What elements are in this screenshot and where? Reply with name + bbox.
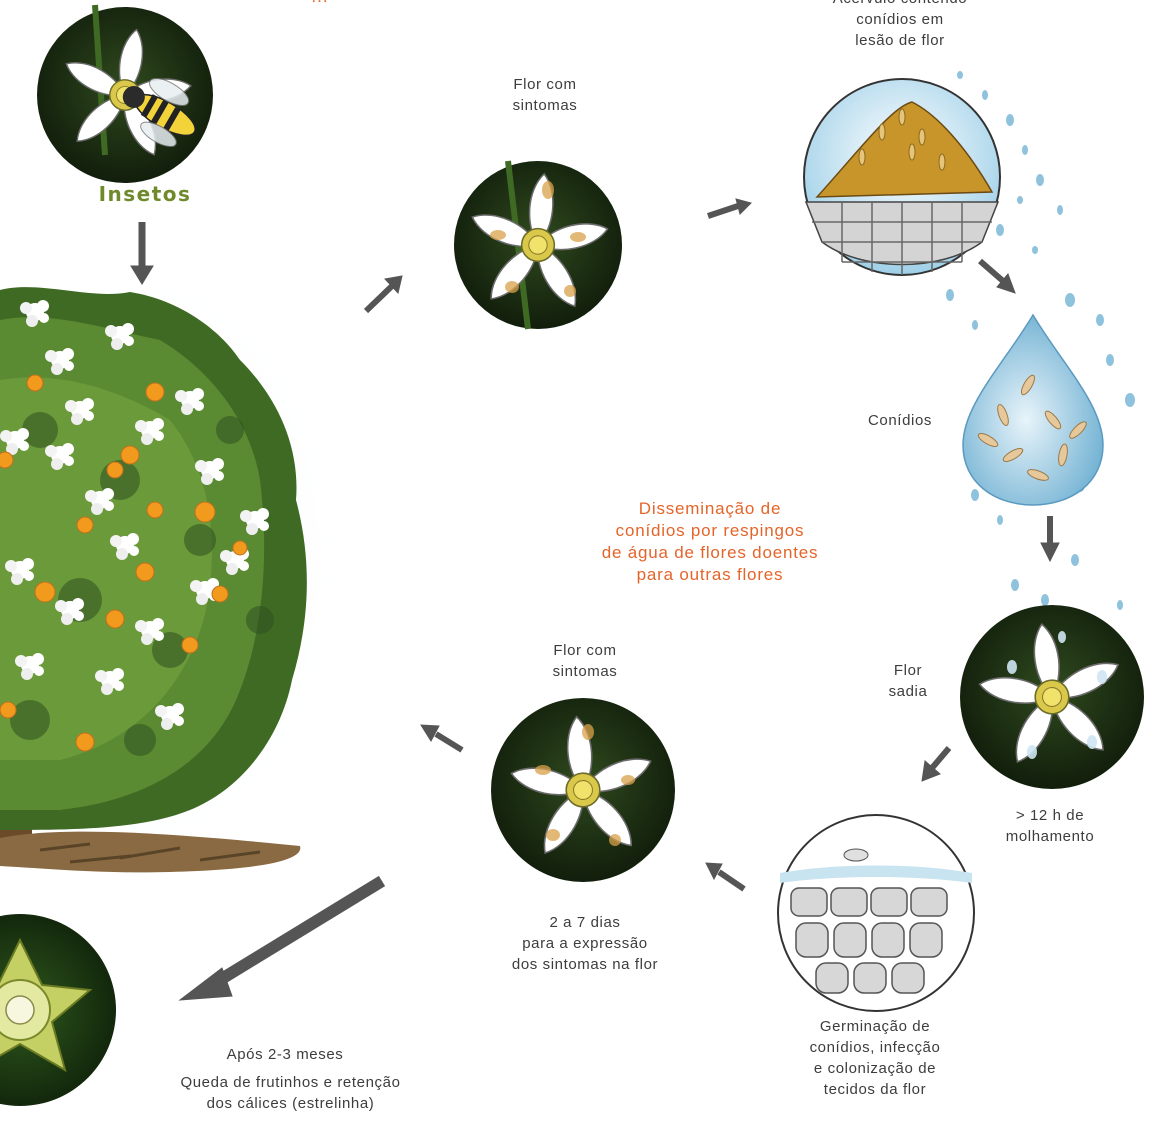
arrow-lesion-to-drop (980, 261, 1015, 293)
insetos-label: Insetos (60, 184, 230, 205)
conidios-label: Conídios (840, 410, 960, 431)
citrus-tree-icon (0, 260, 345, 872)
arrow-flower-to-tree (421, 725, 462, 750)
germinacao-label: Germinação de conídios, infecção e colon… (780, 1016, 970, 1100)
conidia-drop-icon (963, 315, 1103, 505)
healthy-flower-icon (960, 605, 1144, 789)
disseminacao-label: Disseminação de conídios por respingos d… (560, 498, 860, 586)
germination-tissue-icon (778, 815, 974, 1011)
acervulus-lesion-icon (804, 79, 1000, 275)
calyx-icon (0, 914, 116, 1106)
insect-flower-icon (37, 5, 213, 183)
flower-with-symptoms-bottom-icon (491, 698, 675, 882)
flor-sintomas-bottom-label: Flor com sintomas (510, 640, 660, 682)
molhamento-label: > 12 h de molhamento (990, 805, 1110, 847)
queda-label: Queda de frutinhos e retenção dos cálice… (148, 1072, 433, 1114)
flower-with-symptoms-top-icon (454, 161, 622, 329)
arrow-tree-to-flower (366, 276, 402, 311)
acervulo-label: Acérvulo contendo conídios em lesão de f… (780, 0, 1020, 51)
flor-sadia-label: Flor sadia (868, 660, 948, 702)
cropped-title-fragment: ... (260, 0, 380, 7)
arrow-drop-to-healthy (1041, 516, 1059, 561)
arrow-flower-to-lesion (708, 199, 751, 216)
dias-label: 2 a 7 dias para a expressão dos sintomas… (480, 912, 690, 975)
arrow-healthy-to-germination (922, 748, 949, 781)
arrow-tree-to-calyx (180, 881, 382, 1000)
arrow-germination-to-flower (706, 863, 744, 889)
flor-sintomas-top-label: Flor com sintomas (470, 74, 620, 116)
apos-label: Após 2-3 meses (160, 1044, 410, 1065)
